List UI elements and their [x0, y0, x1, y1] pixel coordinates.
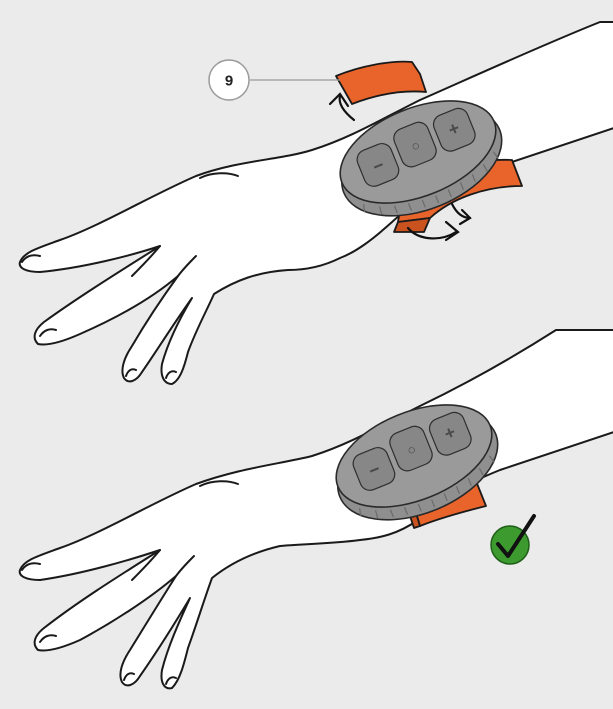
top-illustration: − ○ + 9 — [20, 22, 613, 384]
bottom-illustration: − ○ + — [20, 330, 613, 688]
top-arm-and-hand — [20, 22, 613, 384]
bottom-arm-and-hand — [20, 330, 613, 688]
rotation-arrow-icon — [452, 204, 470, 224]
callout-number: 9 — [225, 73, 233, 90]
top-strap-upper-flap — [336, 62, 426, 104]
checkmark-icon — [491, 516, 534, 564]
